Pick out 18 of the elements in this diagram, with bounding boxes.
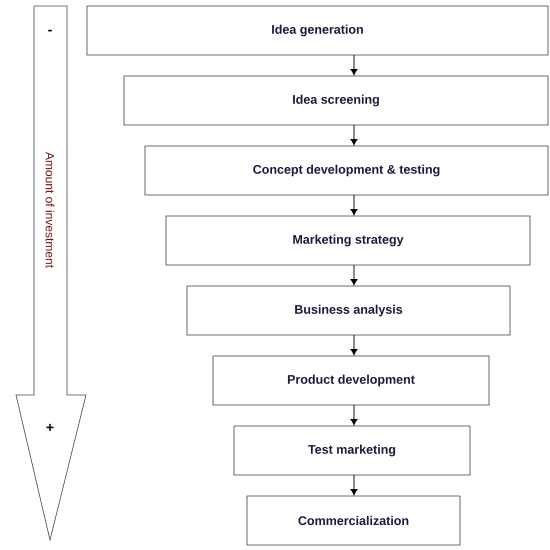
process-box: Concept development & testing <box>144 146 548 196</box>
arrow <box>350 124 358 146</box>
arrow <box>350 404 358 426</box>
scale-label: + <box>46 424 54 432</box>
process-box: Business analysis <box>186 286 510 336</box>
process-box: Product development <box>212 356 490 406</box>
process-box: Test marketing <box>234 426 470 476</box>
arrow <box>350 264 358 286</box>
process-box: Idea generation <box>86 6 548 56</box>
arrow <box>350 54 358 76</box>
arrow <box>350 194 358 216</box>
process-box: Commercialization <box>246 496 460 546</box>
arrow <box>350 334 358 356</box>
process-box: Idea screening <box>124 76 548 126</box>
process-box: Marketing strategy <box>166 216 530 266</box>
scale-label: Amount of investment <box>46 152 54 268</box>
arrow <box>350 474 358 496</box>
scale-label: - <box>48 30 52 32</box>
